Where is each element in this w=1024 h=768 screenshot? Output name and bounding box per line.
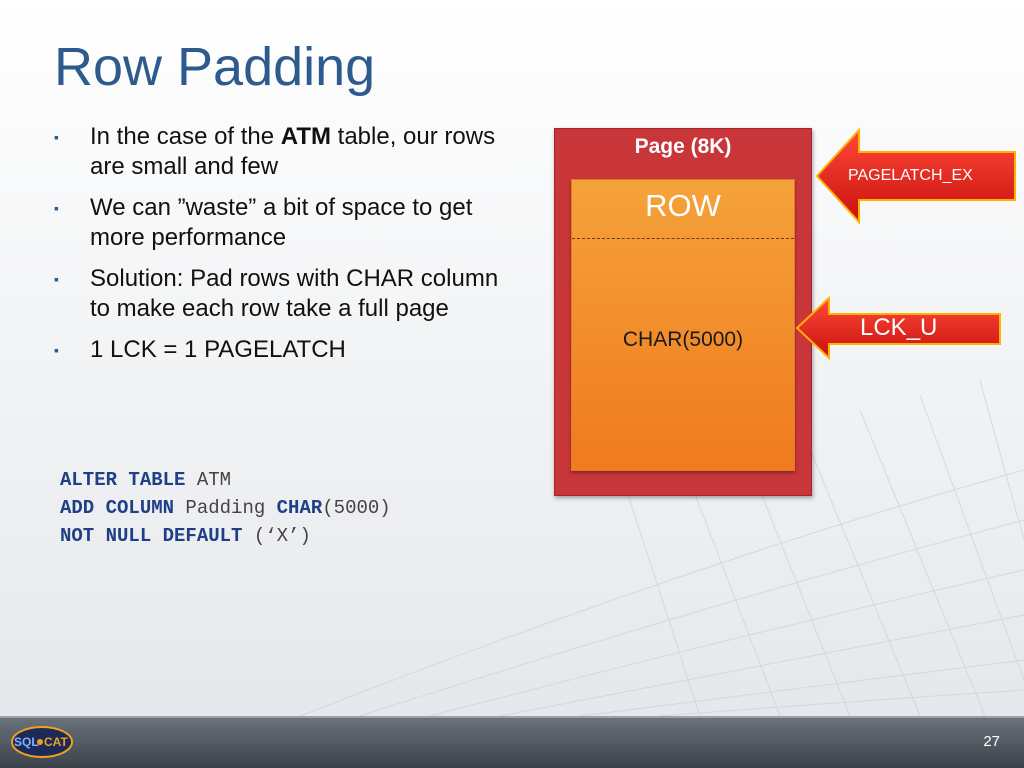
sql-keyword: ALTER TABLE xyxy=(60,469,186,491)
logo-text-sql: SQL xyxy=(14,735,39,749)
char-column-label: CHAR(5000) xyxy=(622,328,744,351)
logo-text-cat: CAT xyxy=(44,735,68,749)
bullet-text: Solution: Pad rows with CHAR column to m… xyxy=(90,265,499,322)
bullet-item: ▪ Solution: Pad rows with CHAR column to… xyxy=(54,264,524,324)
sql-line: ADD COLUMN Padding CHAR(5000) xyxy=(60,494,391,522)
bullet-text-after: table, our rows are small and few xyxy=(90,123,496,180)
sql-text: (‘X’) xyxy=(242,525,311,547)
bullet-text: 1 LCK = 1 PAGELATCH xyxy=(90,336,346,363)
row-box: ROW CHAR(5000) xyxy=(571,179,795,471)
page-box: Page (8K) ROW CHAR(5000) xyxy=(554,128,812,496)
sql-line: NOT NULL DEFAULT (‘X’) xyxy=(60,522,391,550)
bullet-text-bold: ATM xyxy=(280,123,331,150)
bullet-text: We can ”waste” a bit of space to get mor… xyxy=(90,194,473,251)
square-bullet-icon: ▪ xyxy=(54,342,59,358)
lck-u-label: LCK_U xyxy=(860,314,938,341)
sqlcat-logo: SQL CAT xyxy=(10,724,74,760)
bullet-item: ▪ We can ”waste” a bit of space to get m… xyxy=(54,193,524,253)
sql-line: ALTER TABLE ATM xyxy=(60,466,391,494)
left-arrow-icon xyxy=(815,127,1016,225)
sql-text: (5000) xyxy=(322,497,391,519)
square-bullet-icon: ▪ xyxy=(54,271,59,287)
row-label: ROW xyxy=(645,188,721,223)
page-label: Page (8K) xyxy=(634,135,732,158)
sql-text: Padding xyxy=(174,497,277,519)
row-divider xyxy=(572,238,794,239)
sql-text: ATM xyxy=(185,469,232,491)
pagelatch-ex-label: PAGELATCH_EX xyxy=(848,167,973,184)
bullet-list: ▪ In the case of the ATM table, our rows… xyxy=(54,122,524,376)
bullet-item: ▪ In the case of the ATM table, our rows… xyxy=(54,122,524,182)
slide-title: Row Padding xyxy=(54,37,376,97)
bullet-text-before: In the case of the xyxy=(90,123,281,150)
sql-keyword: ADD COLUMN xyxy=(60,497,175,519)
sql-keyword: NOT NULL DEFAULT xyxy=(60,525,243,547)
sql-keyword: CHAR xyxy=(276,497,323,519)
bullet-item: ▪ 1 LCK = 1 PAGELATCH xyxy=(54,335,524,365)
logo-icon xyxy=(11,726,73,758)
left-arrow-icon xyxy=(795,295,1001,361)
square-bullet-icon: ▪ xyxy=(54,200,59,216)
square-bullet-icon: ▪ xyxy=(54,129,59,145)
page-number: 27 xyxy=(983,733,1000,750)
